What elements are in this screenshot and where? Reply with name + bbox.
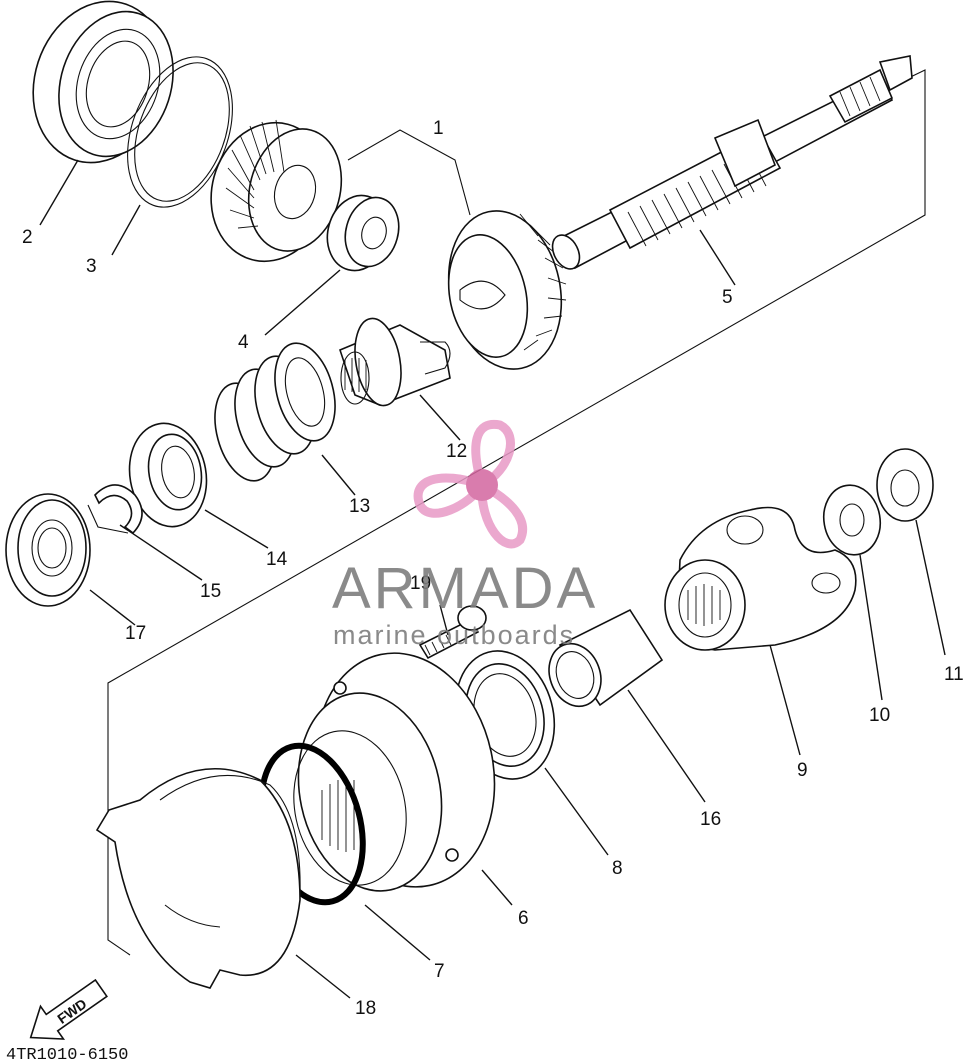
callout-11: 11: [944, 664, 964, 685]
callout-14: 14: [266, 549, 288, 570]
fwd-arrow: FWD: [29, 978, 108, 1040]
propeller-logo-icon: [413, 419, 528, 549]
callout-15: 15: [200, 581, 221, 602]
part-1-bevel-gear-rear: [210, 119, 343, 263]
part-19-bolt: [418, 605, 487, 660]
part-2-bearing: [32, 0, 174, 164]
callout-17: 17: [125, 623, 146, 644]
part-5-drive-shaft: [551, 55, 913, 270]
callout-19: 19: [410, 573, 431, 594]
callout-8: 8: [612, 858, 623, 879]
callout-12: 12: [446, 441, 467, 462]
watermark-brand: ARMADA: [332, 556, 598, 621]
callout-13: 13: [349, 496, 370, 517]
part-15-circlip: [87, 484, 143, 535]
callout-5: 5: [722, 287, 733, 308]
callout-1: 1: [433, 118, 444, 139]
callout-18: 18: [355, 998, 376, 1019]
watermark: ARMADA marine outboards: [332, 419, 598, 650]
part-11-nut: [876, 448, 934, 522]
part-14-sleeve: [128, 422, 208, 528]
part-3-shim: [127, 56, 233, 208]
callout-6: 6: [518, 908, 529, 929]
leader-lines: [39, 159, 946, 999]
callout-labels: 1 2 3 4 5 6 7 8 9 10 11 12 13 14 15 16 1…: [22, 118, 964, 1019]
callout-4: 4: [238, 332, 249, 353]
watermark-tagline: marine outboards: [333, 620, 575, 650]
part-1-bevel-gear-front: [447, 210, 567, 370]
diagram-code: 4TR1010-6150: [6, 1046, 128, 1063]
part-4-nut: [326, 194, 400, 272]
part-12-clutch: [339, 317, 451, 407]
part-17-bearing: [5, 493, 91, 607]
part-13-spring: [214, 342, 336, 482]
callout-2: 2: [22, 227, 33, 248]
part-10-washer: [822, 484, 882, 556]
callout-9: 9: [797, 760, 808, 781]
callout-10: 10: [869, 705, 890, 726]
part-16-sleeve: [548, 608, 664, 708]
callout-7: 7: [434, 961, 445, 982]
part-9-yoke: [664, 506, 857, 651]
part-18-gasket: [95, 768, 301, 989]
callout-16: 16: [700, 809, 721, 830]
callout-3: 3: [86, 256, 97, 277]
